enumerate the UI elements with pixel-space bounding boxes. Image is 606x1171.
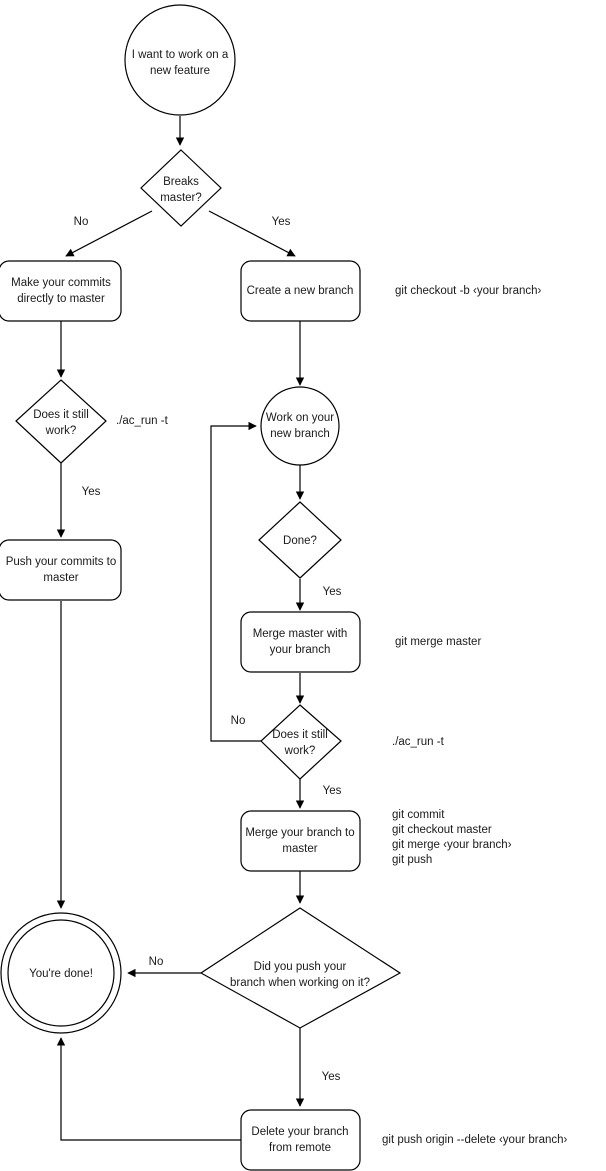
node-create-branch[interactable]: Create a new branch [240,260,361,322]
node-youre-done[interactable]: You're done! [0,912,122,1034]
left-still-work-label-line1: Does it still [33,409,89,421]
right-still-work-label-line2: work? [284,745,316,757]
work-branch-label-line2: new branch [270,428,329,440]
merge-master-label-line2: your branch [270,644,331,656]
make-commits-label-line1: Make your commits [11,277,111,289]
node-start[interactable]: I want to work on a new feature [124,4,236,116]
push-commits-label-line2: master [43,572,78,584]
annotation-right-test-cmd: ./ac_run -t [392,736,445,748]
edge-label-done-yes: Yes [323,586,342,598]
did-you-push-diamond [199,907,402,1029]
done-diamond [258,501,342,579]
push-commits-label-line1: Push your commits to [6,556,117,568]
merge-branch-box [240,810,361,872]
left-still-work-label-line2: work? [45,425,77,437]
edge-label-right-work-yes: Yes [323,785,342,797]
edge-label-right-work-no: No [231,715,246,727]
delete-branch-box [240,1109,361,1171]
edge-label-push-no: No [149,956,164,968]
annotation-merge-branch-cmd-4: git push [392,854,432,866]
annotation-merge-branch-cmd-2: git checkout master [392,824,492,836]
annotation-merge-master-cmd: git merge master [395,636,481,648]
annotation-merge-branch-cmd-3: git merge ‹your branch› [392,839,512,851]
annotation-left-test-cmd: ./ac_run -t [116,415,169,427]
youre-done-label: You're done! [29,968,93,980]
left-still-work-diamond [15,379,107,464]
create-branch-box [240,260,361,322]
did-you-push-label-line2: branch when working on it? [230,977,370,989]
create-branch-label: Create a new branch [247,285,354,297]
node-work-branch[interactable]: Work on your new branch [260,386,340,466]
annotation-delete-branch-cmd: git push origin --delete ‹your branch› [382,1134,568,1146]
edge-label-left-work-yes: Yes [82,486,101,498]
youre-done-inner-circle [7,919,115,1027]
node-make-commits[interactable]: Make your commits directly to master [0,260,122,322]
right-still-work-diamond [260,704,342,780]
node-did-you-push[interactable]: Did you push your branch when working on… [199,907,402,1029]
push-commits-box [0,539,122,601]
merge-master-box [240,611,361,673]
annotation-merge-branch-cmd-1: git commit [392,809,445,821]
node-merge-branch[interactable]: Merge your branch to master [240,810,361,872]
done-label: Done? [283,535,317,547]
edge-breaks-to-make-commits [65,210,153,257]
merge-branch-label-line1: Merge your branch to [245,827,354,839]
edge-label-push-yes: Yes [322,1071,341,1083]
make-commits-box [0,260,122,322]
breaks-master-diamond [140,149,222,227]
make-commits-label-line2: directly to master [17,293,105,305]
start-label-line1: I want to work on a [132,49,229,61]
work-branch-label-line1: Work on your [266,412,334,424]
edge-delete-branch-to-youre-done [56,1037,241,1141]
node-done[interactable]: Done? [258,501,342,579]
annotation-create-branch-cmd: git checkout -b ‹your branch› [395,285,542,297]
node-breaks-master[interactable]: Breaks master? [140,149,222,227]
did-you-push-label-line1: Did you push your [254,961,347,973]
edges [56,116,305,1141]
merge-branch-label-line2: master [282,843,317,855]
node-merge-master[interactable]: Merge master with your branch [240,611,361,673]
work-branch-circle [260,386,340,466]
node-left-still-work[interactable]: Does it still work? [15,379,107,464]
node-push-commits[interactable]: Push your commits to master [0,539,122,601]
edge-breaks-to-create-branch [208,210,296,257]
edge-still-work-no-loopback [210,421,261,742]
merge-master-label-line1: Merge master with [253,628,348,640]
delete-branch-label-line1: Delete your branch [251,1126,348,1138]
delete-branch-label-line2: from remote [269,1142,331,1154]
breaks-master-label-line1: Breaks [163,176,199,188]
breaks-master-label-line2: master? [160,192,202,204]
node-right-still-work[interactable]: Does it still work? [260,704,342,780]
start-circle [124,4,236,116]
node-delete-branch[interactable]: Delete your branch from remote [240,1109,361,1171]
edge-label-breaks-no: No [74,216,89,228]
start-label-line2: new feature [150,65,210,77]
edge-label-breaks-yes: Yes [272,216,291,228]
right-still-work-label-line1: Does it still [272,729,328,741]
